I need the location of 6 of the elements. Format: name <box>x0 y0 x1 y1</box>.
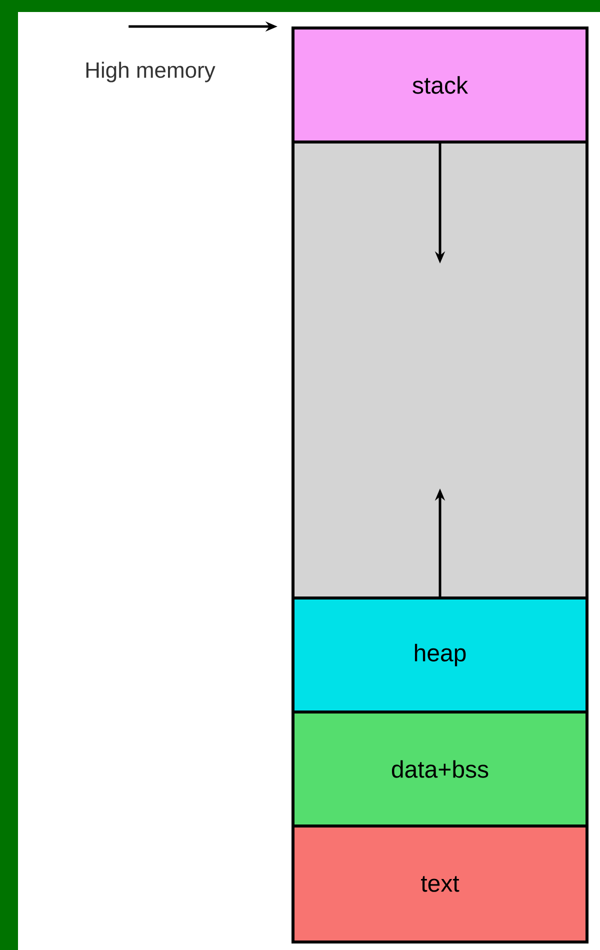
memory-segment: stack <box>292 26 588 144</box>
region-label: High memory <box>86 62 216 82</box>
memory-segment: text <box>292 824 588 944</box>
memory-segment <box>292 140 588 600</box>
memory-segment: heap <box>292 596 588 714</box>
memory-segment: data+bss <box>292 710 588 828</box>
